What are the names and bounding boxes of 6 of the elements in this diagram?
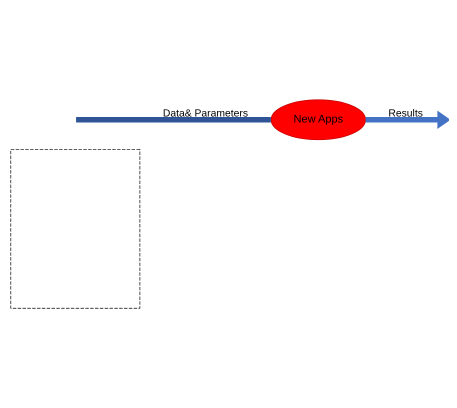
node-ellipse: New Apps — [270, 99, 366, 140]
edge-label: Results — [388, 108, 423, 120]
arrow — [366, 110, 449, 129]
edge-label: Data& Parameters — [162, 108, 248, 120]
node-box — [10, 149, 140, 309]
connector — [76, 117, 271, 123]
